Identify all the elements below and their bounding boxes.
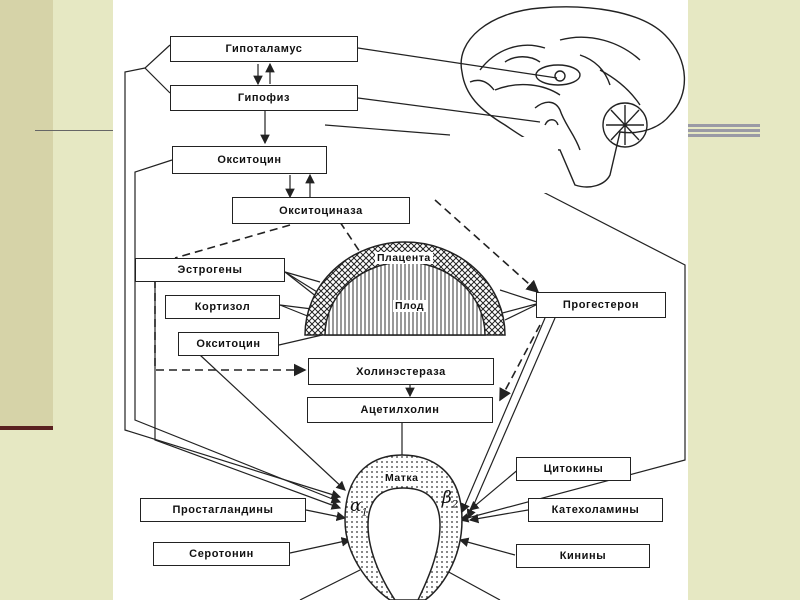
placenta-label: Плацента (375, 252, 433, 264)
cytokines-box: Цитокины (516, 457, 631, 481)
uterus-label: Матка (383, 472, 421, 484)
uterus-shape (344, 454, 463, 600)
prostaglandins-box: Простагландины (140, 498, 306, 522)
serotonin-box: Серотонин (153, 542, 290, 566)
blank-patch (326, 137, 558, 193)
progesterone-box: Прогестерон (536, 292, 666, 318)
hypothalamus-box: Гипоталамус (170, 36, 358, 62)
slide-left-panel (0, 0, 53, 428)
cholinesterase-box: Холинэстераза (308, 358, 494, 385)
placenta-shape (304, 241, 506, 336)
slide-left-rule (0, 426, 53, 430)
cortisol-box: Кортизол (165, 295, 280, 319)
catecholamines-box: Катехоламины (528, 498, 663, 522)
pituitary-box: Гипофиз (170, 85, 358, 111)
acetylcholine-box: Ацетилхолин (307, 397, 493, 423)
slide-top-rule (35, 130, 113, 131)
slide-right-stripes (688, 124, 760, 138)
oxytocinase-box: Окситоциназа (232, 197, 410, 224)
oxytocin-left-box: Окситоцин (178, 332, 279, 356)
fetus-label: Плод (393, 300, 427, 312)
alpha-receptor-label: α1 (350, 496, 368, 519)
beta-receptor-label: β2 (442, 488, 459, 511)
kinins-box: Кинины (516, 544, 650, 568)
estrogens-box: Эстрогены (135, 258, 285, 282)
dashed-lines (154, 199, 541, 402)
oxytocin-top-box: Окситоцин (172, 146, 327, 174)
